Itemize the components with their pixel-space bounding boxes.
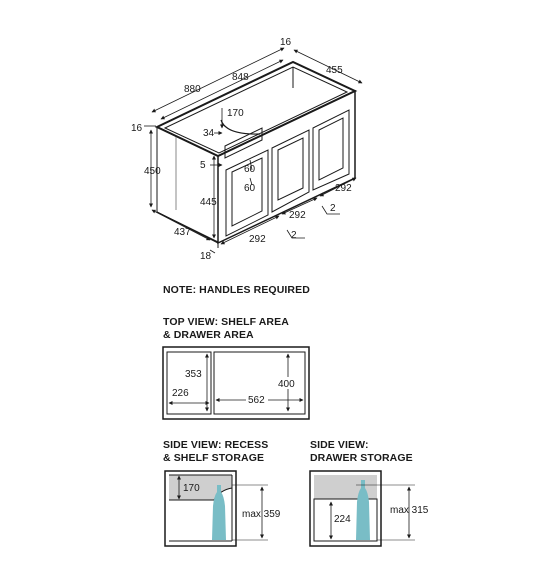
dim-width-inner: 848	[232, 72, 249, 83]
dim-door-width-1: 292	[249, 234, 266, 245]
door-2-panel	[277, 137, 304, 201]
side-recess-title: SIDE VIEW: RECESS & SHELF STORAGE	[163, 439, 268, 465]
dim-drawer-depth: 400	[278, 379, 295, 390]
dim-base-depth: 437	[174, 227, 191, 238]
door-1	[225, 149, 269, 237]
door-1-panel	[231, 157, 263, 227]
dim-drawer-width: 562	[248, 395, 265, 406]
dim-recess-offset: 34	[203, 128, 215, 139]
top-view-title: TOP VIEW: SHELF AREA & DRAWER AREA	[163, 316, 289, 342]
dim-shelf-gap: 5	[200, 160, 206, 171]
dim-top-thickness: 16	[280, 37, 292, 48]
door-3	[312, 109, 350, 191]
side-drawer-drawing	[309, 470, 415, 547]
side-recess-dimension-text: 170 max 359	[183, 483, 281, 520]
dim-door-width-2: 292	[289, 210, 306, 221]
note-handles-required: NOTE: HANDLES REQUIRED	[163, 284, 310, 296]
iso-dimension-text: 880 848 16 455 16 450 170 34 5 60 60 445…	[131, 37, 352, 262]
bottle-shape-drawer	[356, 480, 370, 540]
side-drawer-title: SIDE VIEW: DRAWER STORAGE	[310, 439, 413, 465]
side-recess-drawing	[164, 470, 268, 547]
dim-height: 450	[144, 166, 161, 177]
dim-recess: 170	[183, 483, 200, 494]
side-drawer-title-line-1: SIDE VIEW:	[310, 439, 369, 451]
dim-width-total: 880	[184, 84, 201, 95]
door-2	[271, 129, 310, 213]
bottle-shape-recess	[212, 485, 226, 540]
dim-door-width-3: 292	[335, 183, 352, 194]
side-recess-title-line-2: & SHELF STORAGE	[163, 452, 265, 464]
cabinet-top-edge	[154, 60, 358, 158]
dim-drawer-max: max 315	[390, 505, 429, 516]
dim-plinth: 18	[200, 251, 212, 262]
dim-door-height: 445	[200, 197, 217, 208]
top-view-title-line-2: & DRAWER AREA	[163, 329, 254, 341]
door-3-panel	[318, 117, 344, 181]
dim-rail-top: 60	[244, 164, 256, 175]
dim-side-thickness: 16	[131, 123, 143, 134]
dim-recess-max: max 359	[242, 509, 281, 520]
iso-dimension-lines	[144, 47, 363, 254]
top-view-dimension-text: 353 226 562 400	[171, 367, 298, 406]
top-view-title-line-1: TOP VIEW: SHELF AREA	[163, 316, 289, 328]
dim-door-gap-2: 2	[330, 203, 336, 214]
dim-shelf-width: 226	[172, 388, 189, 399]
cabinet-left-side	[156, 126, 219, 244]
dim-rail-mid: 60	[244, 183, 256, 194]
shelf-opening	[224, 127, 263, 159]
dim-door-gap-1: 2	[291, 230, 297, 241]
dim-recess-radius: 170	[227, 108, 244, 119]
side-drawer-dimension-text: 224 max 315	[333, 505, 429, 525]
dim-depth: 455	[326, 65, 343, 76]
side-recess-title-line-1: SIDE VIEW: RECESS	[163, 439, 269, 451]
dim-drawer-height: 224	[334, 514, 351, 525]
dim-shelf-depth: 353	[185, 369, 202, 380]
side-drawer-title-line-2: DRAWER STORAGE	[310, 452, 413, 464]
